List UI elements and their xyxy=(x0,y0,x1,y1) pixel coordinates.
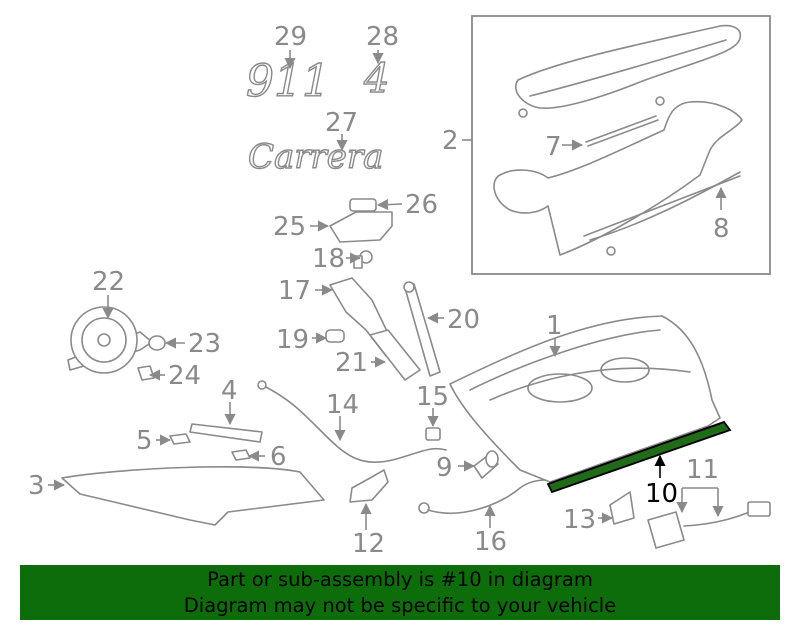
banner-line-1: Part or sub-assembly is #10 in diagram xyxy=(207,568,593,591)
banner-line-2: Diagram may not be specific to your vehi… xyxy=(183,594,617,617)
callout-25: 25 xyxy=(273,212,306,242)
callout-26: 26 xyxy=(405,190,438,220)
spoiler-assembly-inset xyxy=(462,15,771,275)
callout-12: 12 xyxy=(352,529,385,559)
fan-nut xyxy=(148,335,166,351)
callout-17: 17 xyxy=(278,276,311,306)
callout-3: 3 xyxy=(28,471,45,501)
emblem-911: 911 xyxy=(245,55,330,107)
clip-6 xyxy=(231,449,251,461)
part-10-seal xyxy=(546,420,732,494)
parts-diagram: 911 4 Carrera xyxy=(28,15,771,559)
trim-strip xyxy=(189,423,263,443)
callout-29: 29 xyxy=(274,22,307,52)
release-cable xyxy=(257,380,447,463)
callout-15: 15 xyxy=(416,382,449,412)
callout-1: 1 xyxy=(546,311,563,341)
callout-5: 5 xyxy=(136,426,153,456)
callout-9: 9 xyxy=(436,453,453,483)
callout-20: 20 xyxy=(447,305,480,335)
gas-strut xyxy=(403,281,441,377)
callout-7: 7 xyxy=(545,132,562,162)
mount-bracket xyxy=(349,469,389,503)
svg-text:4: 4 xyxy=(363,56,389,102)
callout-4: 4 xyxy=(221,376,238,406)
callout-6: 6 xyxy=(270,442,287,472)
callout-8: 8 xyxy=(713,214,730,244)
emblem-4: 4 xyxy=(362,55,390,102)
callout-21: 21 xyxy=(335,348,368,378)
callout-16: 16 xyxy=(474,527,507,557)
callout-18: 18 xyxy=(312,244,345,274)
rubber-bumper xyxy=(325,329,345,343)
cooling-fan xyxy=(67,306,153,374)
clip-5 xyxy=(169,433,191,445)
emblem-carrera: Carrera xyxy=(247,136,384,177)
callout-27: 27 xyxy=(325,108,358,138)
info-banner: Part or sub-assembly is #10 in diagram D… xyxy=(20,565,780,620)
callout-19: 19 xyxy=(276,325,309,355)
lock-bracket xyxy=(329,198,393,243)
lock-actuator xyxy=(647,501,771,549)
svg-text:Carrera: Carrera xyxy=(248,137,383,177)
latch-housing xyxy=(369,329,421,381)
callout-13: 13 xyxy=(563,505,596,535)
callout-24: 24 xyxy=(168,361,201,391)
svg-text:911: 911 xyxy=(246,56,330,107)
insulation-pad xyxy=(61,466,325,526)
callout-10: 10 xyxy=(645,479,678,509)
release-cable-lower xyxy=(418,479,547,514)
callout-2: 2 xyxy=(442,126,459,156)
release-button xyxy=(473,450,499,479)
callout-14: 14 xyxy=(326,390,359,420)
bracket-13 xyxy=(609,491,635,525)
callout-11: 11 xyxy=(686,455,719,485)
fan-clip xyxy=(137,365,155,381)
callout-23: 23 xyxy=(188,329,221,359)
engine-lid xyxy=(449,315,721,483)
callout-22: 22 xyxy=(92,267,125,297)
callout-28: 28 xyxy=(366,22,399,52)
cable-clip xyxy=(425,427,441,441)
